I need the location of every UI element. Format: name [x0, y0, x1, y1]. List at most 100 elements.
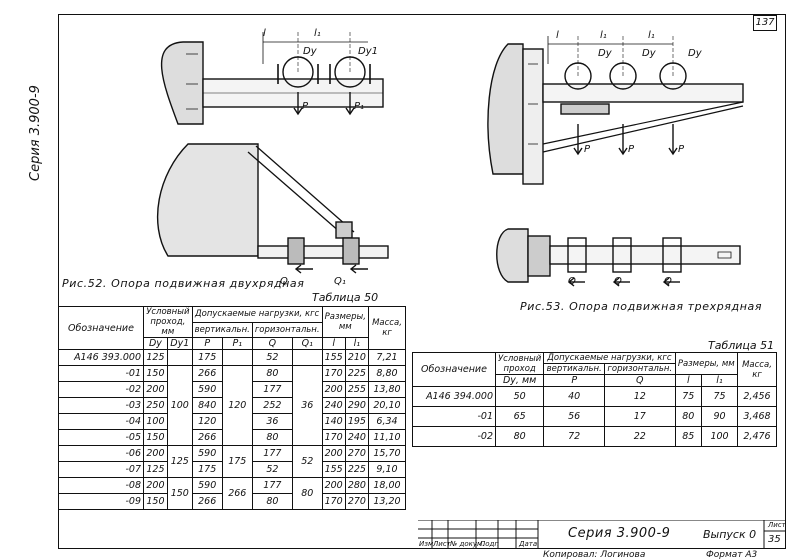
- t50-cell: 225: [344, 461, 370, 478]
- t51-cell: 2,476: [737, 426, 777, 447]
- table-row: -01: [412, 406, 496, 427]
- t50-cell: 240: [321, 397, 346, 414]
- t50-cell: 150: [143, 429, 168, 446]
- t51-cell: 75: [701, 386, 738, 407]
- t50-h-vert: вертикальн.: [191, 321, 253, 338]
- table-row: -06: [58, 445, 144, 462]
- t51-h-l: l: [674, 374, 703, 387]
- t51-cell: 72: [543, 426, 606, 447]
- t50-cell: 170: [321, 493, 346, 510]
- t50-cell: 175: [191, 349, 223, 366]
- t50-cell: 840: [191, 397, 223, 414]
- t50-cell: 250: [143, 397, 168, 414]
- t50-cell: 270: [344, 445, 370, 462]
- t51-h-dims: Размеры, мм: [674, 352, 738, 375]
- t50-cell: 155: [321, 349, 346, 366]
- t50-cell: 210: [344, 349, 370, 366]
- t50-h-dy1: Dу1: [166, 337, 193, 350]
- t50-h-dy: Dу: [143, 337, 168, 350]
- t50-h-l1: l₁: [344, 337, 370, 350]
- stamp-col-izm: Изм: [419, 540, 434, 548]
- t50-cell-merged: 36: [291, 365, 323, 446]
- t50-cell: 80: [251, 493, 293, 510]
- t50-h-p1: P₁: [221, 337, 253, 350]
- t51-cell: 50: [494, 386, 545, 407]
- fig53-label-q: Q: [568, 276, 576, 287]
- drawing-sheet: Серия 3.900-9 137: [18, 6, 788, 560]
- table-row: -03: [58, 397, 144, 414]
- t50-cell: 9,10: [368, 461, 406, 478]
- t50-cell: 125: [143, 461, 168, 478]
- t51-cell: 40: [543, 386, 606, 407]
- t50-cell: 200: [143, 445, 168, 462]
- t50-cell: 140: [321, 413, 346, 430]
- t50-cell: 590: [191, 381, 223, 398]
- t50-cell: 590: [191, 477, 223, 494]
- t50-cell: 6,34: [368, 413, 406, 430]
- t50-cell-merged: 266: [221, 477, 253, 510]
- fig53-label-p: P: [584, 144, 591, 155]
- t50-cell: 177: [251, 381, 293, 398]
- t50-cell: 11,10: [368, 429, 406, 446]
- t51-cell: 17: [604, 406, 676, 427]
- t50-cell: 252: [251, 397, 293, 414]
- fig53-label-p3: P: [678, 144, 685, 155]
- t50-cell: 200: [321, 381, 346, 398]
- t50-cell: 100: [143, 413, 168, 430]
- stamp-sheet-number: 35: [768, 534, 781, 545]
- t50-cell-merged: 125: [166, 445, 193, 478]
- t50-cell: 177: [251, 445, 293, 462]
- t51-h-loads: Допускаемые нагрузки, кгс: [543, 352, 676, 364]
- t51-h-q: Q: [604, 374, 676, 387]
- t50-h-name: Обозначение: [58, 306, 144, 350]
- t50-cell: 200: [143, 381, 168, 398]
- t50-cell: 52: [251, 461, 293, 478]
- fig53-caption: Рис.53. Опора подвижная трехрядная: [520, 300, 763, 313]
- t50-cell: 80: [251, 365, 293, 382]
- fig53-dim-l: l: [556, 30, 559, 41]
- fig52-caption: Рис.52. Опора подвижная двухрядная: [62, 277, 305, 290]
- fig53-dim-l1b: l₁: [648, 30, 655, 41]
- fig52-dim-l: l: [263, 28, 266, 39]
- copied-by: Копировал: Логинова: [543, 550, 646, 560]
- table-row: -02: [58, 381, 144, 398]
- t50-h-horiz: горизонтальн.: [251, 321, 323, 338]
- fig52-label-q: Q: [280, 276, 288, 287]
- page-number: 137: [753, 15, 777, 31]
- fig52-label-p1: P₁: [354, 101, 365, 112]
- fig53-dim-dy3: Dу: [688, 48, 702, 59]
- t51-h-horiz: горизонтальн.: [604, 363, 676, 375]
- table-row: -01: [58, 365, 144, 382]
- fig53-dim-dy2: Dу: [642, 48, 656, 59]
- t51-h-passage: Условный проход: [494, 352, 545, 375]
- table-row: А146 394.000: [412, 386, 496, 407]
- t51-cell: 80: [494, 426, 545, 447]
- t50-h-q: Q: [251, 337, 293, 350]
- fig53-label-p2: P: [628, 144, 635, 155]
- t50-cell-merged: 80: [291, 477, 323, 510]
- stamp-col-list: Лист: [433, 540, 451, 548]
- t50-cell: 80: [251, 429, 293, 446]
- t51-h-name: Обозначение: [412, 352, 496, 387]
- t50-h-q1: Q₁: [291, 337, 323, 350]
- t51-cell: 12: [604, 386, 676, 407]
- t50-cell-merged: 100: [166, 365, 193, 446]
- table51: Обозначение Условный проход Допускаемые …: [412, 352, 777, 447]
- t50-cell: 266: [191, 493, 223, 510]
- t50-cell: 266: [191, 429, 223, 446]
- table-row: А146 393.000: [58, 349, 144, 366]
- t51-cell: 75: [674, 386, 703, 407]
- table-row: -07: [58, 461, 144, 478]
- series-side-label: Серия 3.900-9: [28, 85, 43, 181]
- stamp-col-date: Дата: [519, 540, 538, 548]
- t50-cell-merged: 175: [221, 445, 253, 478]
- t51-h-dy: Dу, мм: [494, 374, 545, 387]
- fig53-label-q3: Q: [664, 276, 672, 287]
- t50-cell: 120: [191, 413, 223, 430]
- t51-cell: 100: [701, 426, 738, 447]
- stamp-col-sign: Подп: [480, 540, 499, 548]
- fig53-label-q2: Q: [614, 276, 622, 287]
- t50-cell-merged: 120: [221, 365, 253, 446]
- fig52-label-p: P: [302, 101, 309, 112]
- paper-format: Формат А3: [706, 550, 758, 560]
